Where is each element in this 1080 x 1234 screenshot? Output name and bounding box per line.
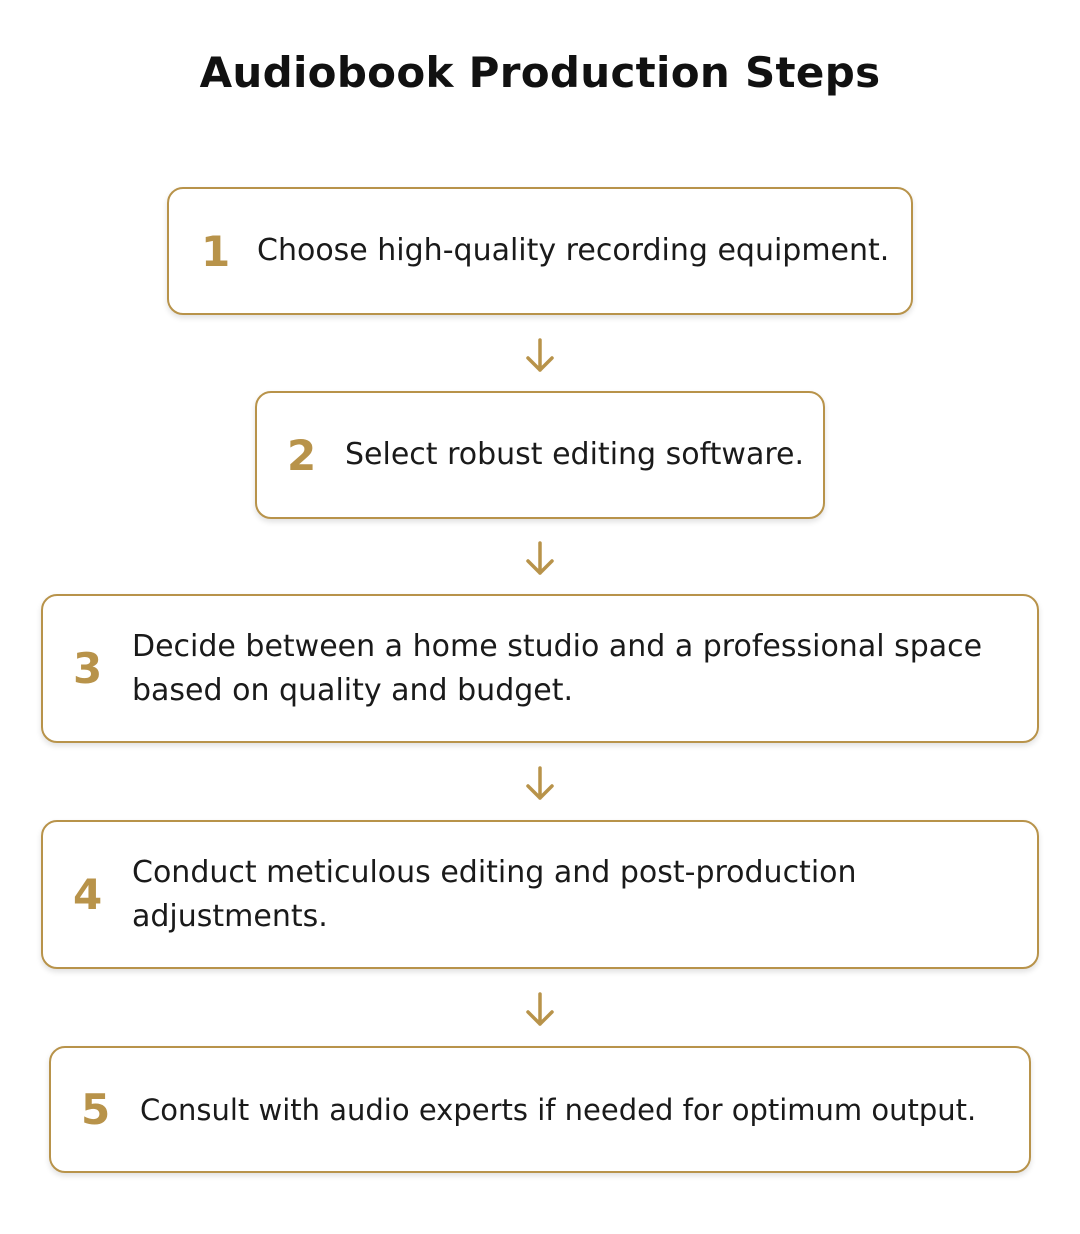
- step-3-box: 3 Decide between a home studio and a pro…: [41, 594, 1039, 743]
- step-1-text: Choose high-quality recording equipment.: [257, 233, 890, 268]
- step-3-number: 3: [73, 644, 103, 693]
- step-4-number: 4: [73, 870, 103, 919]
- step-1-number: 1: [201, 226, 231, 276]
- step-5-box: 5 Consult with audio experts if needed f…: [49, 1046, 1031, 1173]
- step-5-text: Consult with audio experts if needed for…: [140, 1092, 977, 1127]
- diagram-title: Audiobook Production Steps: [199, 48, 881, 97]
- arrow-down-icon: [526, 541, 554, 575]
- step-4-box: 4 Conduct meticulous editing and post-pr…: [41, 820, 1039, 969]
- step-5-number: 5: [81, 1085, 111, 1134]
- step-1-box: 1 Choose high-quality recording equipmen…: [167, 187, 913, 315]
- step-2-number: 2: [287, 430, 317, 480]
- step-2-text: Select robust editing software.: [345, 437, 804, 472]
- arrow-down-icon: [526, 338, 554, 372]
- step-3-text: Decide between a home studio and a profe…: [132, 628, 983, 708]
- step-2-box: 2 Select robust editing software.: [255, 391, 825, 519]
- arrow-down-icon: [526, 766, 554, 800]
- step-4-text: Conduct meticulous editing and post-prod…: [132, 854, 857, 934]
- arrow-down-icon: [526, 992, 554, 1026]
